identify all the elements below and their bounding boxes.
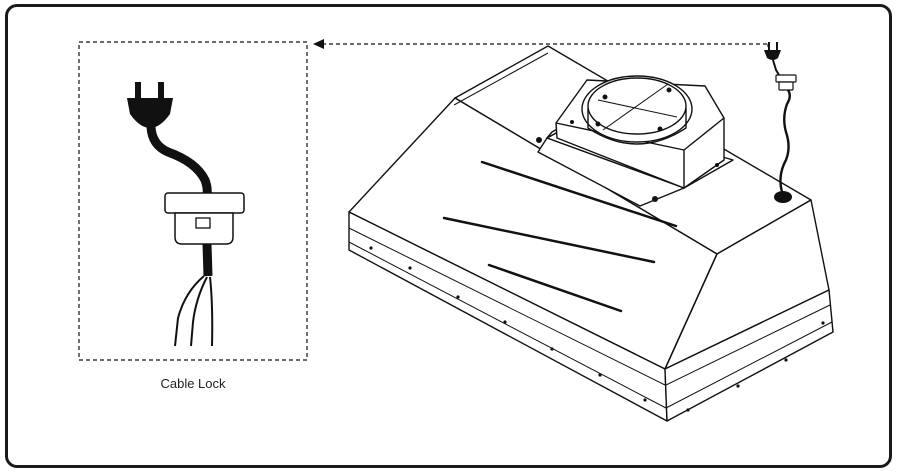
hood-power-cord xyxy=(779,75,791,193)
light-strips xyxy=(442,160,678,313)
small-plug-icon xyxy=(764,42,781,76)
cord-exit-hole xyxy=(774,191,792,203)
cable-lock-inset-box xyxy=(78,41,308,361)
wires xyxy=(174,243,214,347)
skirt-rivets xyxy=(369,246,825,412)
mounting-holes xyxy=(536,120,719,202)
power-cord xyxy=(146,122,212,200)
inset-caption: Cable Lock xyxy=(160,376,226,391)
hood-side-skirt xyxy=(664,289,834,422)
plug-icon xyxy=(127,82,173,128)
small-cable-lock-icon xyxy=(775,74,797,91)
cable-lock-icon xyxy=(164,192,245,245)
duct-collar xyxy=(537,75,734,207)
range-hood-drawing xyxy=(348,45,834,422)
